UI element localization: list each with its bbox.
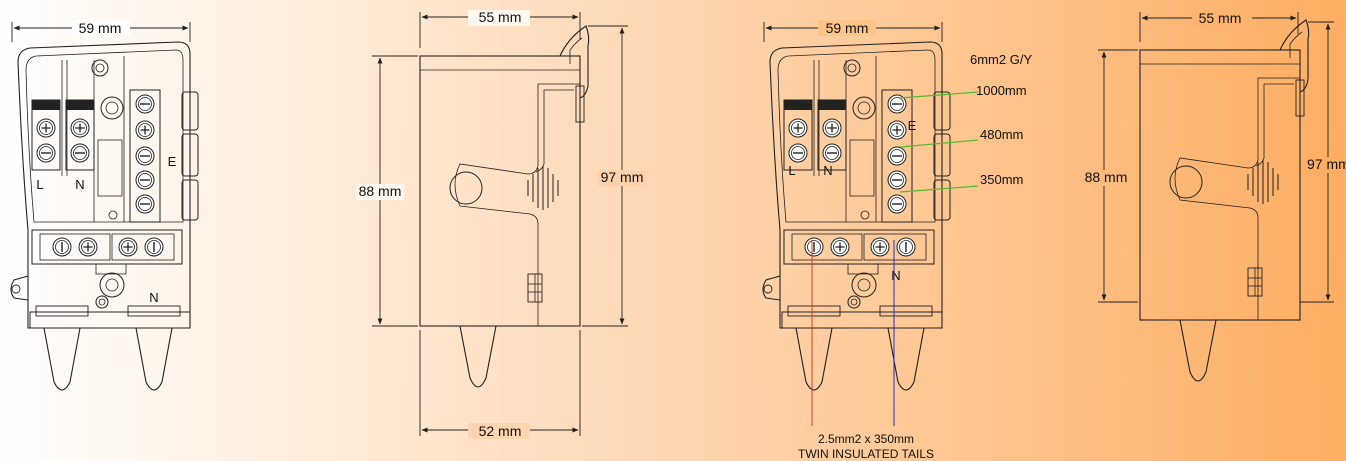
view4-side-view: 55 mm 88 mm 97 mm	[1082, 10, 1346, 382]
view1-terminal-n-bottom: N	[149, 290, 158, 305]
view1-terminal-n: N	[75, 177, 84, 192]
view4-height-right-label: 97 mm	[1307, 156, 1346, 172]
view3-earth-tail-2: 480mm	[980, 127, 1023, 142]
view2-bottom-width-label: 52 mm	[479, 423, 522, 439]
view2-side-view: 55 mm 88 mm 97 mm 52 mm	[356, 9, 646, 439]
view3-terminal-n: N	[823, 163, 832, 178]
view3-tails-spec: 2.5mm2 x 350mm	[818, 432, 914, 446]
view1-terminal-l: L	[36, 177, 43, 192]
view3-earth-tail-1: 1000mm	[976, 83, 1027, 98]
view3-front-view-with-tails: 59 mm 6mm2 G/Y 1000mm 480mm 350mm L N E …	[763, 20, 1032, 461]
earth-tail-line-1	[899, 91, 979, 99]
view3-width-label: 59 mm	[826, 20, 869, 36]
view3-terminal-e: E	[908, 118, 917, 133]
view3-terminal-n-bottom: N	[891, 268, 900, 283]
earth-tail-line-2	[899, 139, 979, 148]
view3-earth-tail-3: 350mm	[980, 172, 1023, 187]
view1-front-view: 59 mm L N E N	[11, 20, 198, 390]
view3-earth-spec: 6mm2 G/Y	[970, 52, 1032, 67]
view3-tails-desc: TWIN INSULATED TAILS	[798, 447, 934, 461]
view2-height-left-label: 88 mm	[359, 183, 402, 199]
view4-top-width-label: 55 mm	[1199, 10, 1242, 26]
earth-tail-line-3	[899, 185, 979, 193]
view2-height-right-label: 97 mm	[601, 169, 644, 185]
view4-height-left-label: 88 mm	[1085, 169, 1128, 185]
view3-terminal-l: L	[788, 163, 795, 178]
view1-terminal-e: E	[168, 154, 177, 169]
view1-width-label: 59 mm	[79, 20, 122, 36]
view2-top-width-label: 55 mm	[479, 9, 522, 25]
